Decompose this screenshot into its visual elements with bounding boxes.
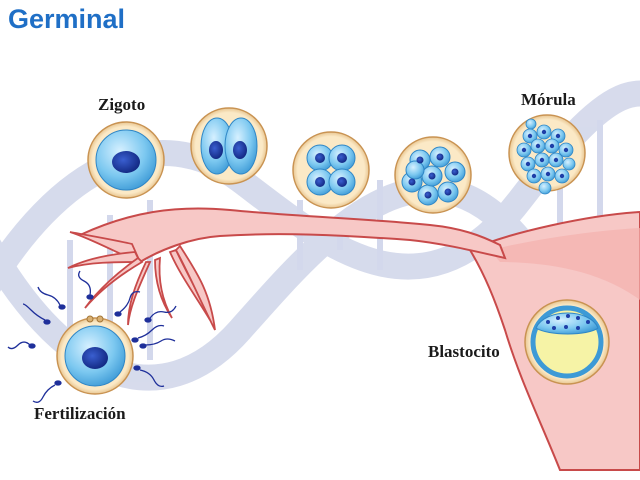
page-title: Germinal [8,4,126,34]
eight-cell-stage [394,136,472,214]
fallopian-tube [77,207,507,264]
label-fertilizacion: Fertilización [34,404,126,423]
uterine-cavity [490,228,640,300]
morula-cell [508,114,586,195]
two-cell-stage [190,107,268,185]
sperm-cells [7,270,177,403]
label-morula: Mórula [521,90,576,109]
fimbriae [67,231,216,331]
zygote-cell [87,121,165,199]
blastocyst-cell [524,299,610,385]
label-blastocito: Blastocito [428,342,500,361]
fertilization-oocyte [56,315,134,395]
label-zigoto: Zigoto [98,95,146,114]
four-cell-stage [292,131,370,209]
